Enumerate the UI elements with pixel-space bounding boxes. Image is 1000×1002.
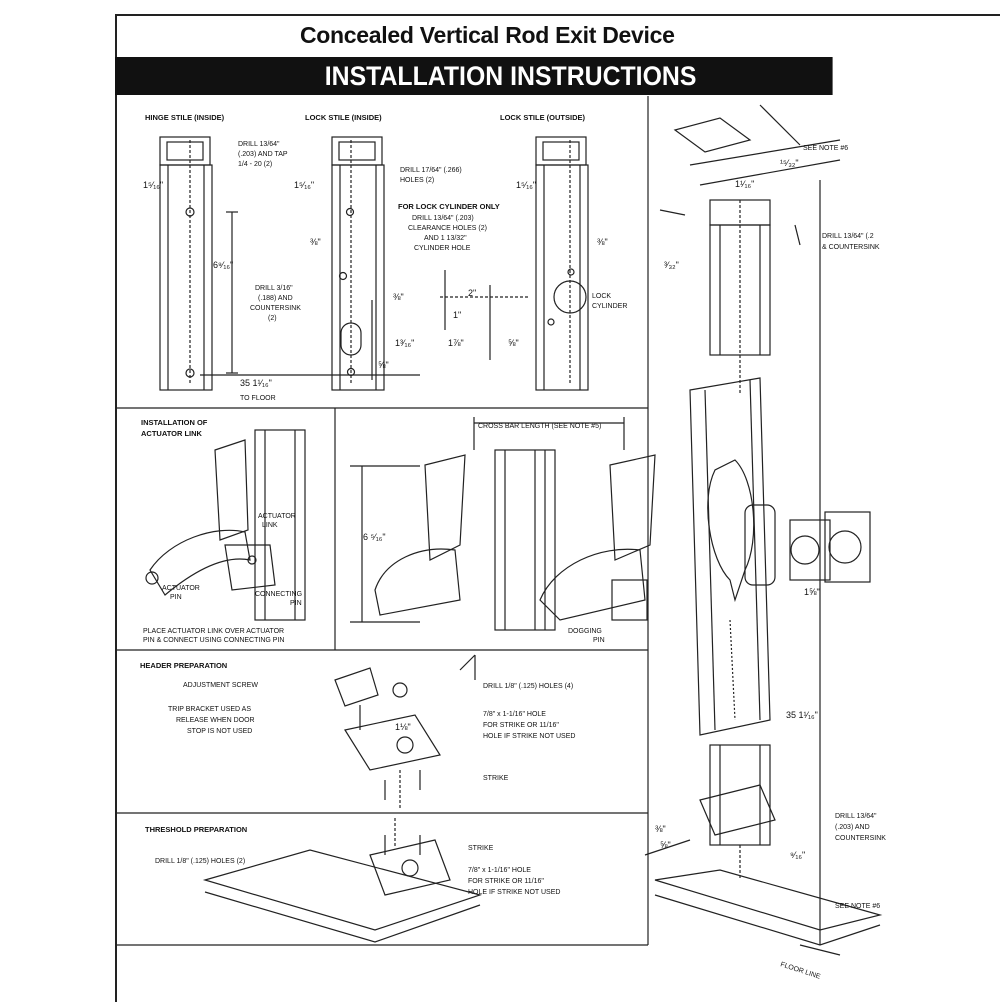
vertical-rod-assembly-drawing (644, 104, 883, 956)
connecting-pin-label-2: PIN (290, 600, 302, 607)
hinge-stile-title: HINGE STILE (INSIDE) (145, 113, 225, 122)
header-drill-note: DRILL 1/8" (.125) HOLES (4) (483, 683, 573, 690)
cylinder-note-2: DRILL 13/64" (.203) (412, 215, 474, 222)
dogging-pin-label-1: DOGGING (568, 628, 602, 635)
dim-1-3-16: 1³⁄₁₆" (395, 338, 414, 348)
right-drill-note-e: COUNTERSINK (835, 835, 886, 842)
header-dim: 1⅛" (395, 722, 411, 732)
threshold-hole-2: FOR STRIKE OR 11/16" (468, 878, 544, 885)
dim-outside-offset: 1⁵⁄₁₆" (516, 180, 536, 190)
trip-note-1: TRIP BRACKET USED AS (168, 706, 251, 713)
adjustment-screw-label: ADJUSTMENT SCREW (183, 682, 258, 689)
hinge-stile-drawing (159, 136, 420, 391)
dim-hinge-offset: 1⁵⁄₁₆" (143, 180, 163, 190)
drill-note-1: DRILL 13/64" (238, 141, 280, 148)
cylinder-note-3: CLEARANCE HOLES (2) (408, 225, 487, 232)
right-dim-1-5-8: 1⅝" (804, 587, 820, 597)
drill-note-3b: (.188) AND (258, 295, 293, 302)
right-dim-35: 35 1¹⁄₁₆" (786, 710, 818, 720)
threshold-strike-label: STRIKE (468, 845, 494, 852)
header-drawing (334, 654, 476, 810)
right-dim-5-8: ⅝" (660, 840, 671, 850)
header-hole-2: FOR STRIKE OR 11/16" (483, 722, 559, 729)
lock-cylinder-label-1: LOCK (592, 293, 611, 300)
header-strike-label: STRIKE (483, 775, 509, 782)
lock-cylinder-label-2: CYLINDER (592, 303, 627, 310)
banner-text: INSTALLATION INSTRUCTIONS (324, 61, 697, 91)
crossbar-length-label: CROSS BAR LENGTH (SEE NOTE #5) (478, 423, 601, 430)
header-title: HEADER PREPARATION (140, 661, 227, 670)
actuator-link-label-2: LINK (262, 522, 278, 529)
threshold-hole-1: 7/8" x 1-1/16" HOLE (468, 867, 531, 874)
right-drill-note-b: & COUNTERSINK (822, 244, 880, 251)
threshold-hole-3: HOLE IF STRIKE NOT USED (468, 889, 560, 896)
drill-note-3: DRILL 3/16" (255, 285, 293, 292)
dim-35-to-floor: 35 1¹⁄₁₆" (240, 378, 272, 388)
crossbar-height-dim: 6 ⁵⁄₁₆" (363, 532, 386, 542)
dim-lock-3-8-a: ⅜" (310, 237, 321, 247)
instructions-banner: INSTALLATION INSTRUCTIONS (115, 57, 833, 95)
instruction-sheet (115, 14, 1000, 1002)
header-hole-3: HOLE IF STRIKE NOT USED (483, 733, 575, 740)
right-dim-1-1-16: 1¹⁄₁₆" (735, 179, 754, 189)
threshold-title: THRESHOLD PREPARATION (145, 825, 247, 834)
drill-note-1b: (.203) AND TAP (238, 151, 288, 158)
right-drill-note-c: DRILL 13/64" (835, 813, 877, 820)
dim-1-7-8: 1⅞" (448, 338, 464, 348)
drill-note-2b: HOLES (2) (400, 177, 434, 184)
trip-note-2: RELEASE WHEN DOOR (176, 717, 255, 724)
drill-note-3d: (2) (268, 315, 277, 322)
actuator-note-2: PIN & CONNECT USING CONNECTING PIN (143, 637, 284, 644)
connecting-pin-label-1: CONNECTING (255, 591, 302, 598)
dim-2-inch: 2" (468, 288, 476, 298)
lock-stile-drawing (331, 136, 385, 391)
threshold-drill-note: DRILL 1/8" (.125) HOLES (2) (155, 858, 245, 865)
drill-note-1c: 1/4 - 20 (2) (238, 161, 272, 168)
actuator-note-1: PLACE ACTUATOR LINK OVER ACTUATOR (143, 628, 284, 635)
dim-outside-5-8: ⅝" (508, 338, 519, 348)
actuator-pin-label-1: ACTUATOR (162, 585, 200, 592)
see-note-6-top: SEE NOTE #6 (803, 145, 848, 152)
lock-stile-title: LOCK STILE (INSIDE) (305, 113, 382, 122)
cylinder-note-4: AND 1 13/32" (424, 235, 467, 242)
dim-1-inch: 1" (453, 310, 461, 320)
trip-note-3: STOP IS NOT USED (187, 728, 252, 735)
right-dim-15-32: ¹⁵⁄₃₂" (780, 158, 799, 168)
to-floor-label: TO FLOOR (240, 395, 276, 402)
actuator-pin-label-2: PIN (170, 594, 182, 601)
outside-stile-drawing (440, 136, 589, 391)
outside-stile-title: LOCK STILE (OUTSIDE) (500, 113, 586, 122)
actuator-link-drawing (145, 429, 306, 621)
crossbar-drawing (350, 417, 656, 631)
dim-lock-3-8-b: ⅜" (393, 292, 404, 302)
right-dim-9-16: ⁹⁄₁₆" (790, 850, 805, 860)
dim-outside-3-8: ⅜" (597, 237, 608, 247)
right-drill-note-d: (.203) AND (835, 824, 870, 831)
drill-note-2: DRILL 17/64" (.266) (400, 167, 462, 174)
right-drill-note-a: DRILL 13/64" (.2 (822, 233, 874, 240)
cylinder-note-5: CYLINDER HOLE (414, 245, 471, 252)
threshold-drawing (202, 818, 483, 943)
header-hole-1: 7/8" x 1-1/16" HOLE (483, 711, 546, 718)
dim-hinge-spacing: 6⁹⁄₁₆" (213, 260, 233, 270)
see-note-6-bottom: SEE NOTE #6 (835, 903, 880, 910)
actuator-title-2: ACTUATOR LINK (141, 429, 203, 438)
actuator-link-label-1: ACTUATOR (258, 513, 296, 520)
document-title: Concealed Vertical Rod Exit Device (300, 22, 675, 48)
dim-lock-5-8: ⅝" (378, 360, 389, 370)
floor-line-label: FLOOR LINE (779, 961, 821, 981)
right-dim-3-8: ⅜" (655, 824, 666, 834)
dogging-pin-label-2: PIN (593, 637, 605, 644)
right-dim-3-32: ³⁄₃₂" (664, 260, 679, 270)
cylinder-note-1: FOR LOCK CYLINDER ONLY (398, 202, 500, 211)
actuator-title-1: INSTALLATION OF (141, 418, 208, 427)
drill-note-3c: COUNTERSINK (250, 305, 301, 312)
dim-lock-offset: 1⁵⁄₁₆" (294, 180, 314, 190)
